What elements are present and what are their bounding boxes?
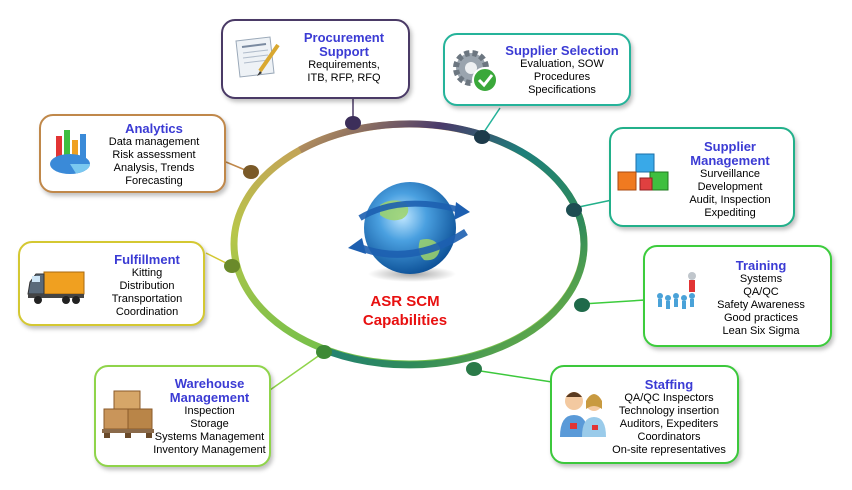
node-title-supplier-management: Supplier (703, 139, 756, 154)
contract-document-icon (235, 36, 280, 78)
node-title-fulfillment: Fulfillment (114, 252, 180, 267)
node-title-staffing: Staffing (644, 377, 694, 392)
node-text-supplier-selection: Supplier Selection Evaluation, SOW Proce… (496, 44, 628, 97)
center-label: ASR SCM Capabilities (362, 293, 448, 329)
node-bead-fulfillment (224, 259, 240, 273)
node-text-training: Training Systems QA/QC Safety Awareness … (705, 259, 817, 338)
colored-cubes-icon (617, 153, 669, 191)
connector-warehouse (269, 351, 325, 391)
node-text-staffing: Staffing QA/QC Inspectors Technology ins… (603, 378, 735, 457)
node-title-warehouse-2: Management (169, 390, 250, 405)
node-title-training: Training (735, 258, 787, 273)
people-group-icon (657, 272, 696, 309)
node-text-supplier-management: Supplier Management Surveillance Develop… (672, 140, 788, 220)
node-title-analytics: Analytics (125, 121, 183, 136)
node-box-supplier-management (609, 127, 795, 227)
node-text-analytics: Analytics Data management Risk assessmen… (102, 122, 206, 188)
globe-icon (348, 182, 470, 282)
delivery-truck-icon (27, 271, 85, 304)
node-bead-training (574, 298, 590, 312)
node-box-staffing (550, 365, 739, 464)
node-text-fulfillment: Fulfillment Kitting Distribution Transpo… (94, 253, 200, 319)
connector-staffing (473, 369, 553, 383)
node-bead-procurement (345, 116, 361, 130)
capability-ring-right-arc (298, 120, 588, 369)
node-bead-staffing (466, 362, 482, 376)
node-title-supplier-management-2: Management (690, 153, 770, 168)
node-bead-supplier-management (566, 203, 582, 217)
node-box-analytics (39, 114, 226, 193)
staff-people-icon (560, 392, 606, 437)
node-title-warehouse: Warehouse (174, 376, 245, 391)
node-bead-analytics (243, 165, 259, 179)
connector-supplier-selection (481, 107, 501, 136)
node-title-supplier-selection: Supplier Selection (505, 43, 619, 58)
node-title-procurement: Procurement (303, 30, 385, 45)
node-text-warehouse: Warehouse Management Inspection Storage … (150, 377, 269, 457)
node-text-procurement: Procurement Support Requirements, ITB, R… (284, 31, 404, 85)
charts-icon (50, 130, 90, 174)
connector-training (581, 299, 646, 305)
boxes-pallet-icon (102, 390, 154, 438)
node-bead-supplier-selection (474, 130, 490, 144)
ring-nodes (224, 116, 590, 376)
gear-checkmark-icon (453, 50, 498, 93)
node-title-procurement-2: Support (319, 44, 369, 59)
node-bead-warehouse (316, 345, 332, 359)
